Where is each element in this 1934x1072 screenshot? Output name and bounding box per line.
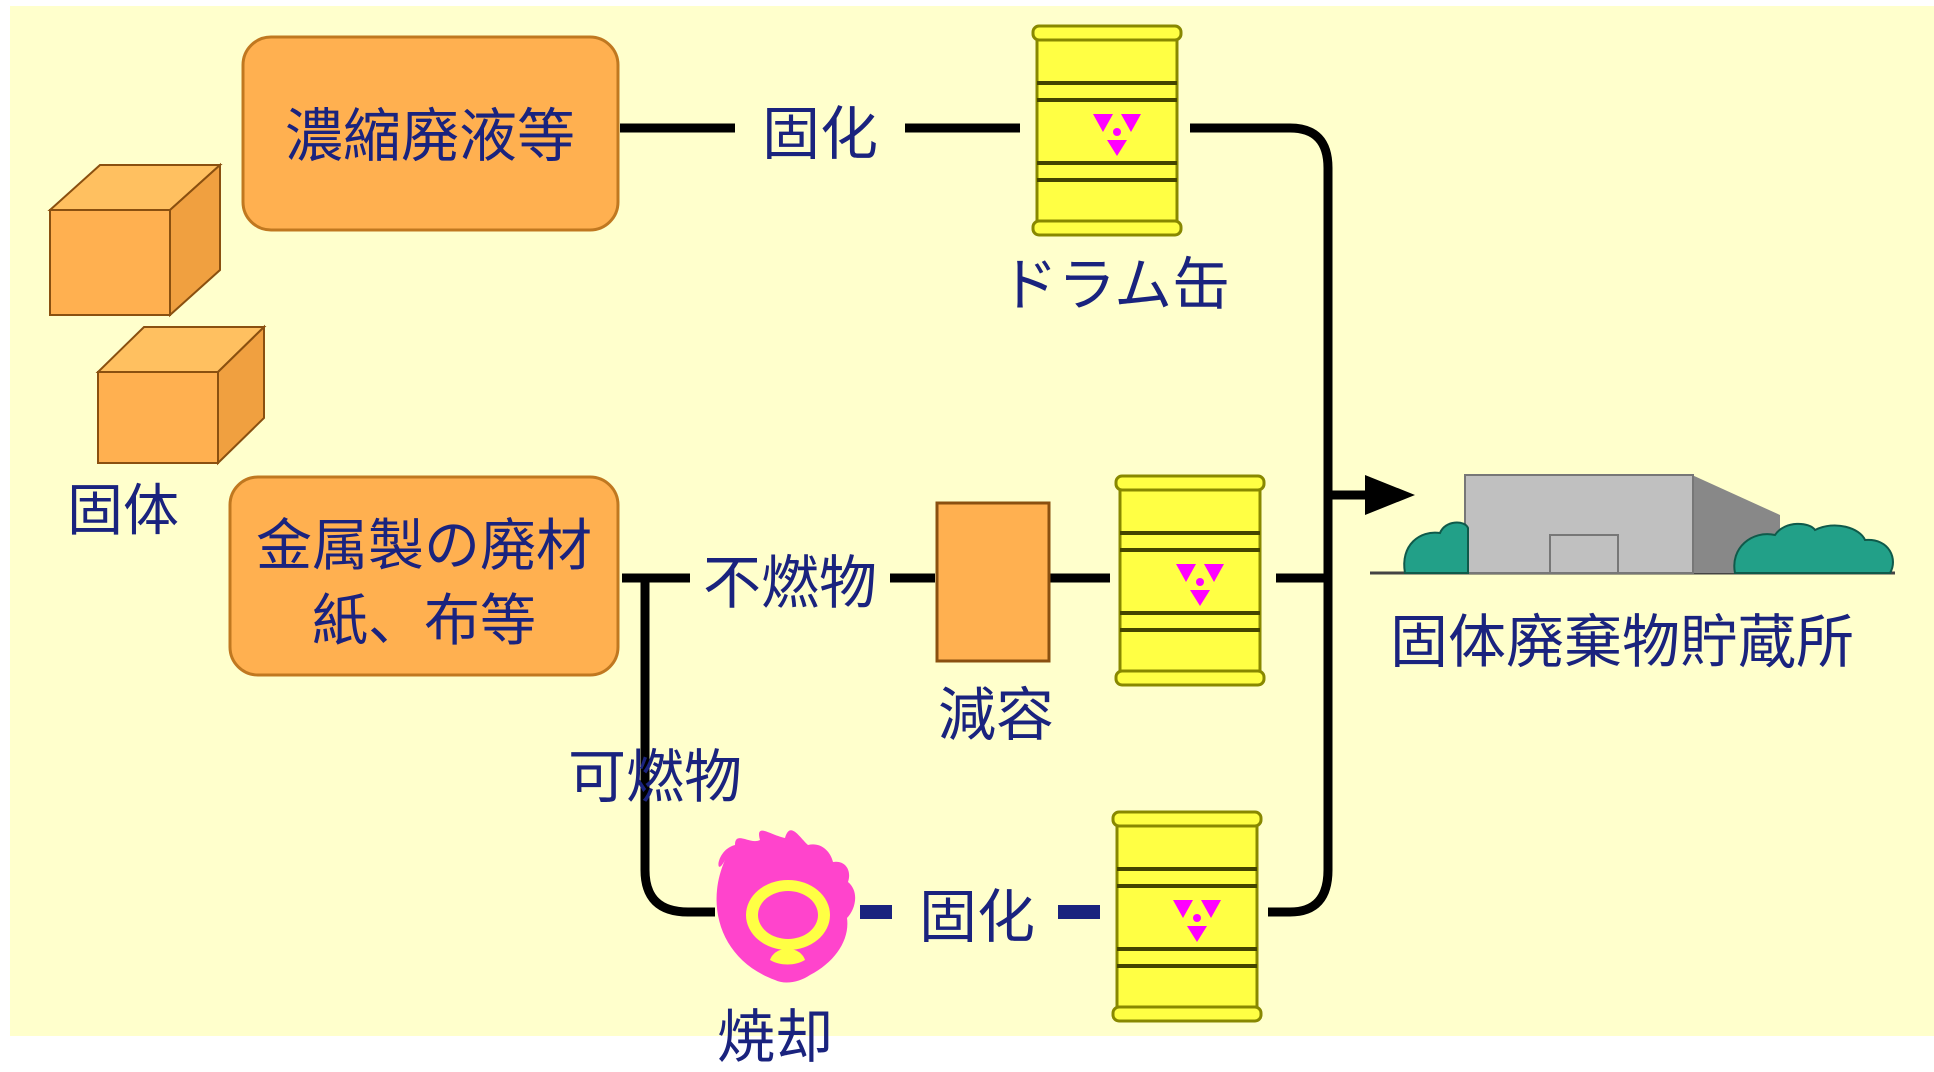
label-incineration: 焼却 — [717, 1003, 833, 1071]
drum-top-icon — [1031, 24, 1183, 237]
label-solidify-top: 固化 — [762, 100, 878, 168]
label-concentrated-liquid: 濃縮廃液等 — [285, 102, 575, 170]
label-storage-facility: 固体廃棄物貯蔵所 — [1390, 608, 1854, 676]
arrow-head — [1365, 475, 1415, 515]
label-volume-reduction: 減容 — [938, 681, 1054, 749]
flow-lines — [620, 123, 1370, 917]
label-noncombustible: 不燃物 — [703, 549, 877, 617]
label-drum: ドラム缶 — [1000, 251, 1230, 319]
box-concentrated-liquid — [241, 35, 620, 232]
label-solidify-bottom: 固化 — [919, 883, 1035, 951]
drum-bottom-icon — [1111, 810, 1263, 1023]
bottom-dash-lines — [860, 905, 1100, 919]
box-metal-paper-cloth — [228, 475, 620, 677]
label-metal-line1: 金属製の廃材 — [256, 514, 592, 579]
label-metal-line2: 紙、布等 — [312, 589, 536, 654]
storage-building-icon — [1370, 474, 1895, 575]
solid-cube-icon — [47, 162, 267, 466]
incinerator-flame-icon — [716, 830, 856, 983]
label-solid: 固体 — [67, 479, 179, 544]
drum-middle-icon — [1114, 474, 1266, 687]
label-combustible: 可燃物 — [568, 743, 742, 811]
compacted-block — [935, 501, 1051, 663]
